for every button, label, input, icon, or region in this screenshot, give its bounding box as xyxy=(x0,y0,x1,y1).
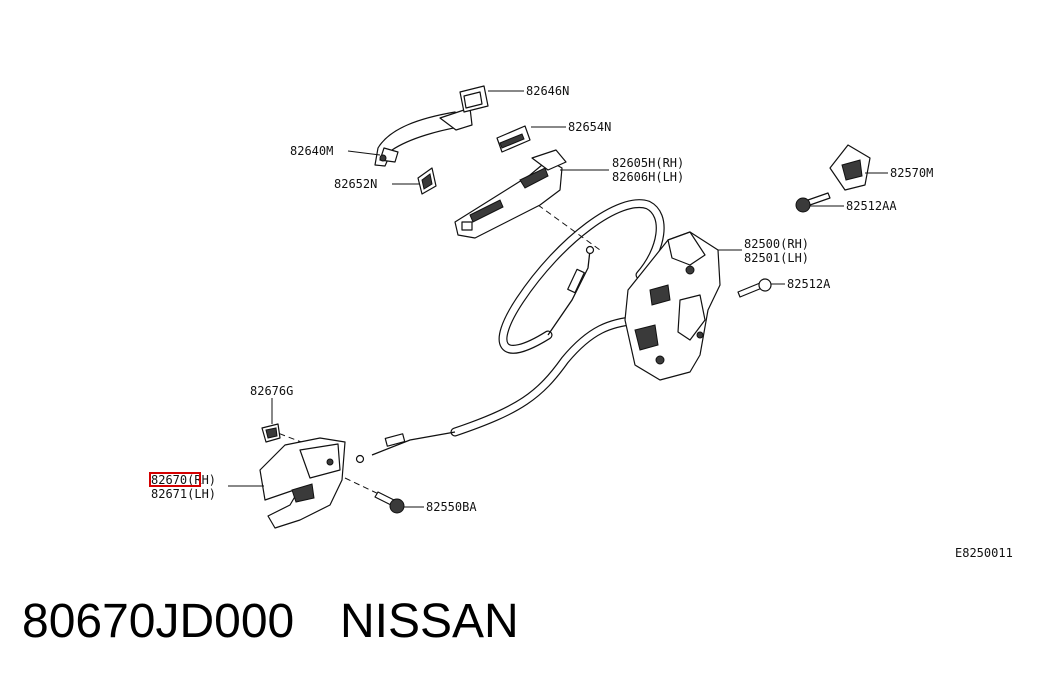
label-82501: 82501(LH) xyxy=(744,251,809,265)
label-82646N: 82646N xyxy=(526,84,569,98)
label-82570M: 82570M xyxy=(890,166,933,180)
lock-cable-assembly xyxy=(355,199,665,464)
footer-brand: NISSAN xyxy=(340,595,519,648)
footer-part-number: 80670JD000 xyxy=(22,595,295,648)
label-82550BA: 82550BA xyxy=(426,500,477,514)
label-82652N: 82652N xyxy=(334,177,377,191)
handle-bracket-82605H xyxy=(454,149,567,239)
label-82512A: 82512A xyxy=(787,277,831,291)
label-82500: 82500(RH) xyxy=(744,237,809,251)
door-lock-actuator-82500 xyxy=(624,231,721,381)
label-82671: 82671(LH) xyxy=(151,487,216,501)
screw-82512A xyxy=(737,278,772,298)
label-82512AA: 82512AA xyxy=(846,199,897,213)
gasket-82654N xyxy=(496,125,531,153)
part-highlight-box xyxy=(149,472,201,487)
label-82654N: 82654N xyxy=(568,120,611,134)
inside-handle-82670 xyxy=(259,437,346,529)
handle-cap-82646N xyxy=(459,85,489,113)
clip-82676G xyxy=(261,423,281,443)
label-82676G: 82676G xyxy=(250,384,293,398)
label-82606H: 82606H(LH) xyxy=(612,170,684,184)
outside-handle-82640M xyxy=(374,107,473,167)
callout-labels: 82646N 82654N 82640M 82652N 82605H(RH) 8… xyxy=(151,84,1013,560)
label-82605H: 82605H(RH) xyxy=(612,156,684,170)
diagram-code: E8250011 xyxy=(955,546,1013,560)
label-82640M: 82640M xyxy=(290,144,333,158)
gasket-82652N xyxy=(417,167,437,195)
bolt-82550BA xyxy=(374,491,405,514)
label-82670: 82670(RH) xyxy=(151,473,216,487)
bolt-82512AA xyxy=(795,192,831,213)
striker-82570M xyxy=(829,144,871,191)
leader-lines xyxy=(228,90,888,508)
